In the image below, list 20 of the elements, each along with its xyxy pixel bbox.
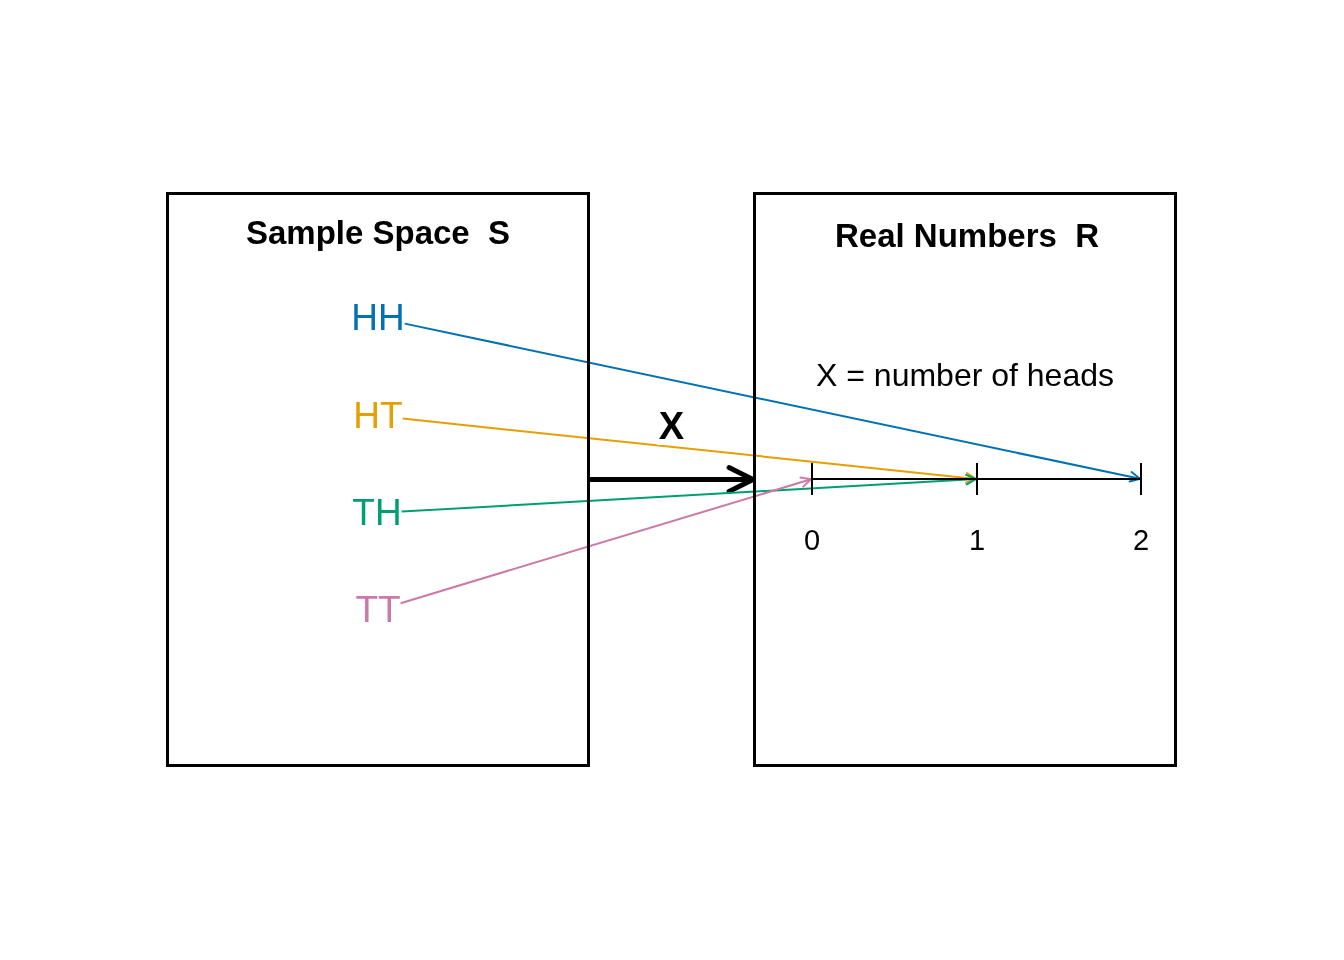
arrow [590,465,756,494]
outcome-label: HT [353,392,403,440]
tick-mark [1140,463,1142,495]
tick-label: 2 [1132,525,1150,555]
panel [166,192,590,767]
outcome-label: TH [352,489,402,537]
panel [753,192,1177,767]
arrow [403,322,1141,483]
panel-title: Real Numbers R [834,216,1100,257]
panel-title: Sample Space S [245,213,511,254]
tick-mark [811,463,813,495]
arrow [400,473,977,513]
tick-mark [976,463,978,495]
outcome-label: TT [355,586,401,634]
outcome-label: HH [351,294,405,342]
panel-text: X = number of heads [816,356,1114,395]
arrow [401,417,977,484]
tick-label: 1 [968,525,986,555]
tick-label: 0 [803,525,821,555]
arrow [399,476,812,605]
